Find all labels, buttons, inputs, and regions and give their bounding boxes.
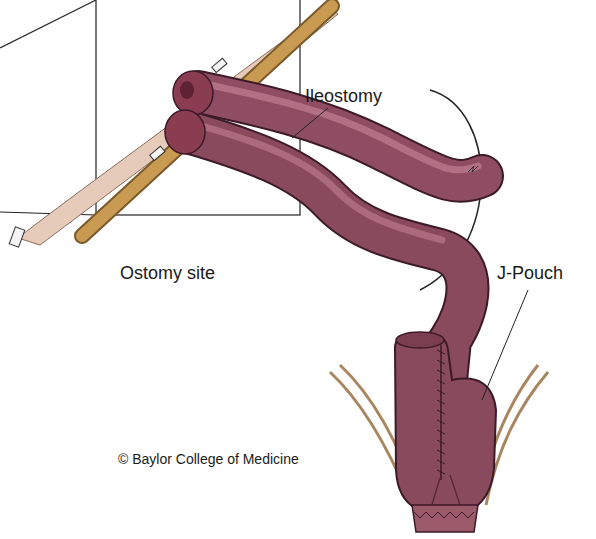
artist-signature — [468, 166, 478, 172]
part-label: Ileostomy — [305, 86, 382, 107]
j-pouch — [395, 335, 496, 515]
leader-line — [482, 290, 528, 400]
dentate-line — [414, 512, 474, 518]
pouch-blind-end — [396, 332, 444, 348]
copyright-note: © Baylor College of Medicine — [118, 451, 299, 467]
part-label: J-Pouch — [497, 263, 563, 284]
staples — [437, 350, 445, 474]
afferent-limb — [188, 132, 468, 380]
anal-canal — [412, 505, 478, 532]
afferent-limb-outline — [188, 132, 468, 380]
afferent-highlight — [195, 124, 442, 240]
part-label: Ostomy site — [120, 263, 215, 284]
leader-line — [292, 108, 328, 138]
stoma-lumen — [180, 81, 194, 99]
stoma-upper — [173, 71, 213, 115]
stoma-lower — [165, 110, 205, 154]
